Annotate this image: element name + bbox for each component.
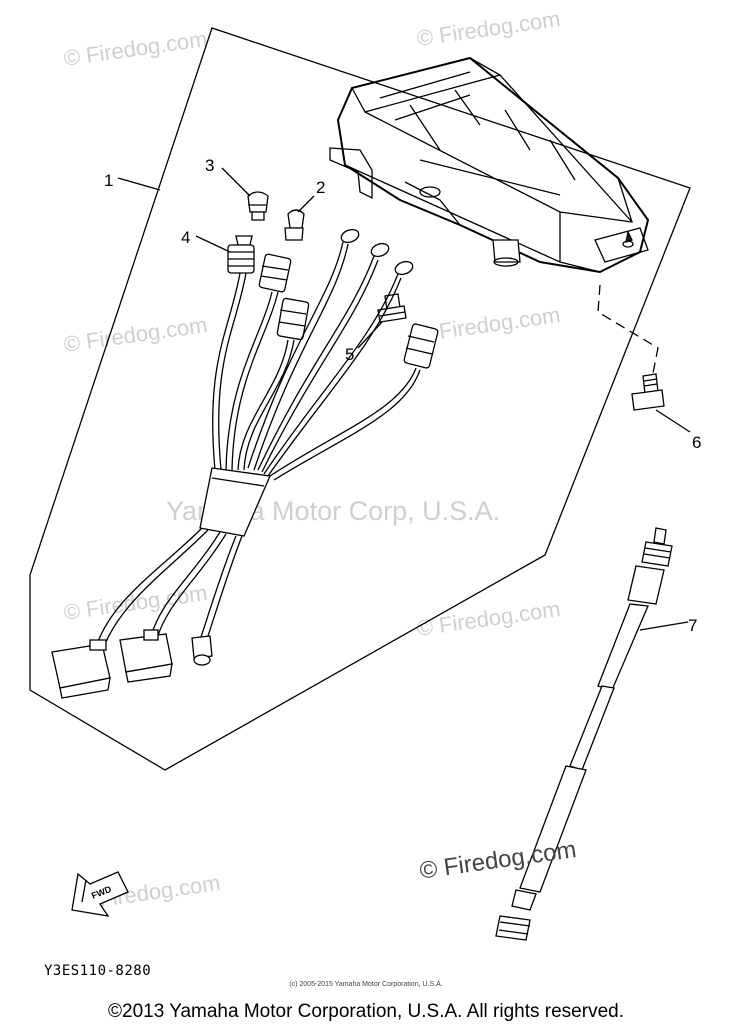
callout-2: 2: [316, 178, 325, 197]
small-copyright: (c) 2005-2015 Yamaha Motor Corporation, …: [289, 981, 443, 988]
bulb-socket-4: [227, 235, 255, 274]
bulb-socket: [258, 253, 292, 293]
meter-housing: [329, 56, 650, 274]
callout-7: 7: [688, 616, 697, 635]
meter-cable-7: [495, 527, 673, 941]
coupler-middle: [119, 629, 173, 683]
wire-harness: [212, 241, 421, 481]
watermark-firedog: © Firedog.com: [62, 312, 209, 357]
watermark-layer: © Firedog.com © Firedog.com © Firedog.co…: [62, 6, 562, 915]
callout-4: 4: [181, 228, 190, 247]
diagram-code: Y3ES110-8280: [44, 963, 152, 979]
coupler-left: [51, 639, 111, 699]
ring-terminals: [340, 228, 414, 276]
watermark-firedog: © Firedog.com: [62, 26, 209, 71]
callout-leaders: [117, 167, 691, 631]
fwd-arrow-icon: FWD: [71, 871, 129, 917]
bulb-3: [247, 191, 269, 221]
bulb-socket: [276, 297, 310, 341]
callout-labels: 1 2 3 4 5 6 7: [104, 156, 701, 635]
footer-copyright: ©2013 Yamaha Motor Corporation, U.S.A. A…: [108, 1001, 624, 1022]
watermark-firedog: © Firedog.com: [415, 596, 562, 641]
callout-3: 3: [205, 156, 214, 175]
bullet-connector: [191, 635, 213, 666]
bulb-2: [284, 209, 305, 241]
callout-6: 6: [692, 433, 701, 452]
watermark-firedog: © Firedog.com: [415, 302, 562, 347]
wire-sleeve: [199, 467, 271, 537]
lower-wires: [94, 527, 243, 653]
bulb-socket: [403, 323, 439, 369]
screw-6: [597, 284, 665, 411]
callout-5: 5: [345, 345, 354, 364]
assembly-outline: [29, 27, 691, 771]
watermark-firedog: © Firedog.com: [415, 6, 562, 51]
callout-1: 1: [104, 171, 113, 190]
